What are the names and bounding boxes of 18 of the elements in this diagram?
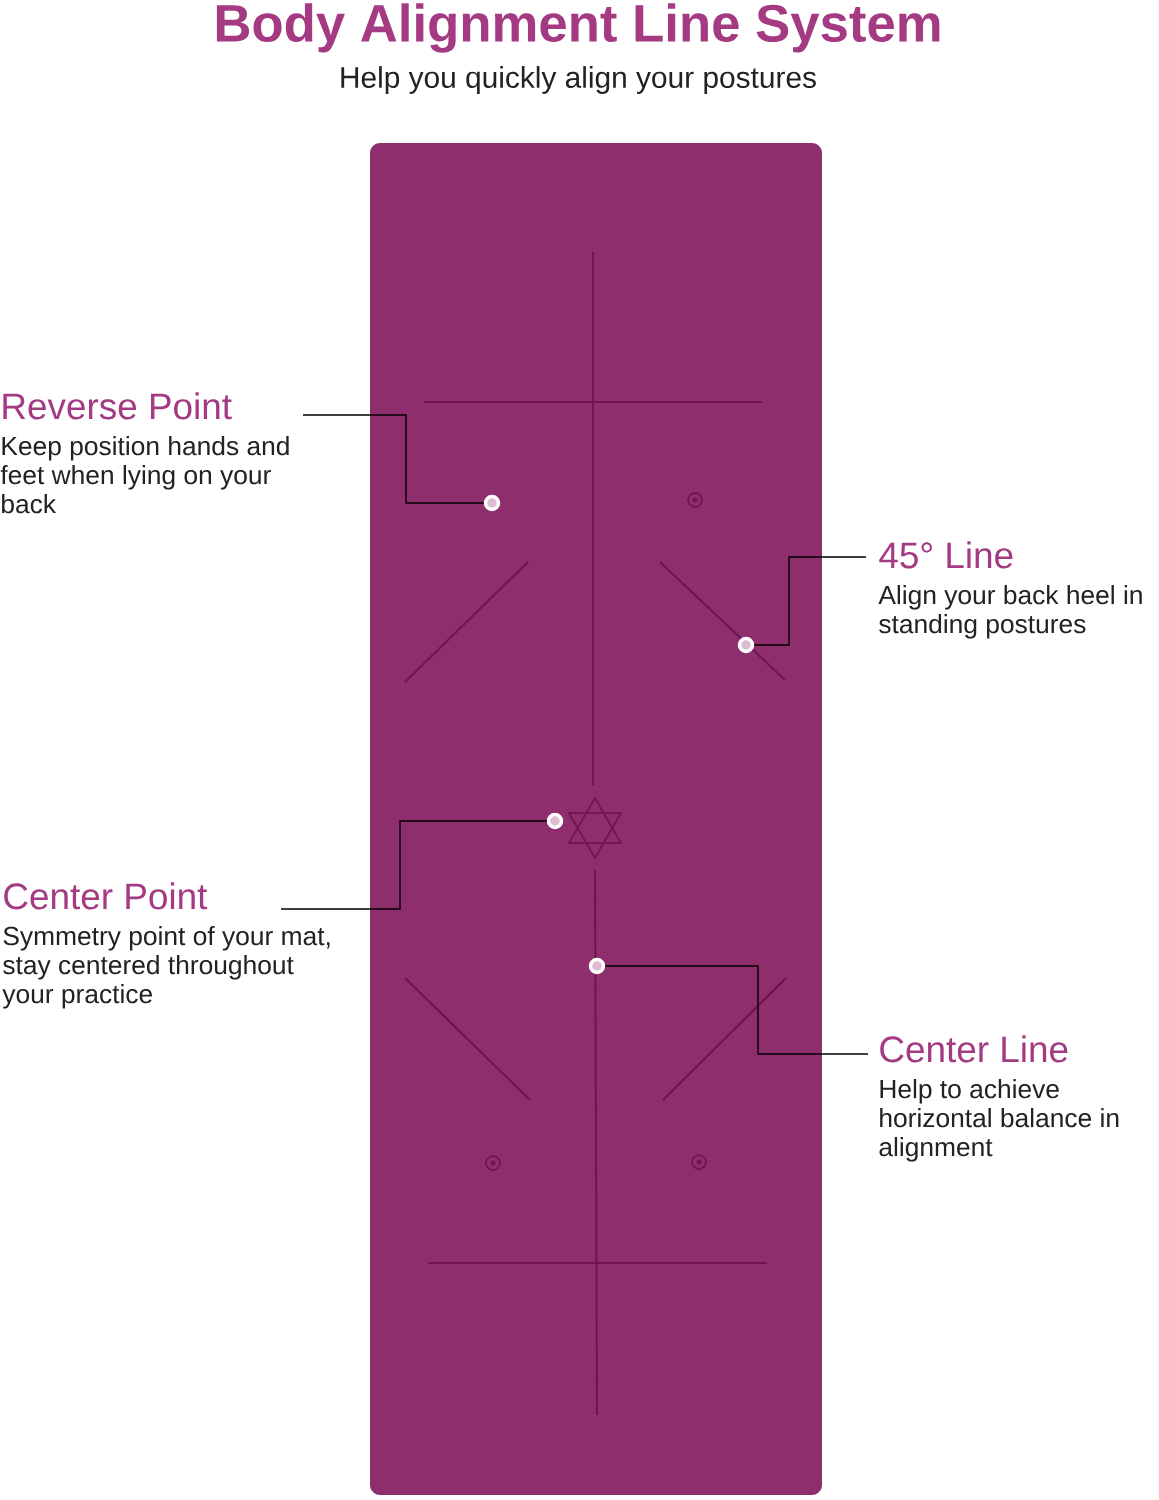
point-marker xyxy=(737,636,755,654)
point-marker xyxy=(588,957,606,975)
leader-line xyxy=(280,820,548,910)
callout-heading: 45° Line xyxy=(879,541,1013,569)
leader-line xyxy=(302,414,485,504)
subtitle: Help you quickly align your postures xyxy=(341,66,816,94)
leader-line xyxy=(604,965,869,1055)
callout-text: Help to achieve horizontal balance in alignment xyxy=(879,1079,1119,1162)
callout-heading: Reverse Point xyxy=(3,392,232,420)
callout-text: Symmetry point of your mat, stay centered throughout your practice xyxy=(2,926,330,1009)
callout-heading: Center Line xyxy=(880,1035,1068,1063)
leader-line xyxy=(753,556,867,646)
callout-text: Keep position hands and feet when lying on your back xyxy=(0,436,289,514)
title: Body Alignment Line System xyxy=(216,3,940,53)
callout-text: Align your back heel in standing postures xyxy=(878,585,1142,639)
point-marker xyxy=(546,812,564,830)
point-marker xyxy=(483,494,501,512)
callout-heading: Center Point xyxy=(4,882,208,910)
